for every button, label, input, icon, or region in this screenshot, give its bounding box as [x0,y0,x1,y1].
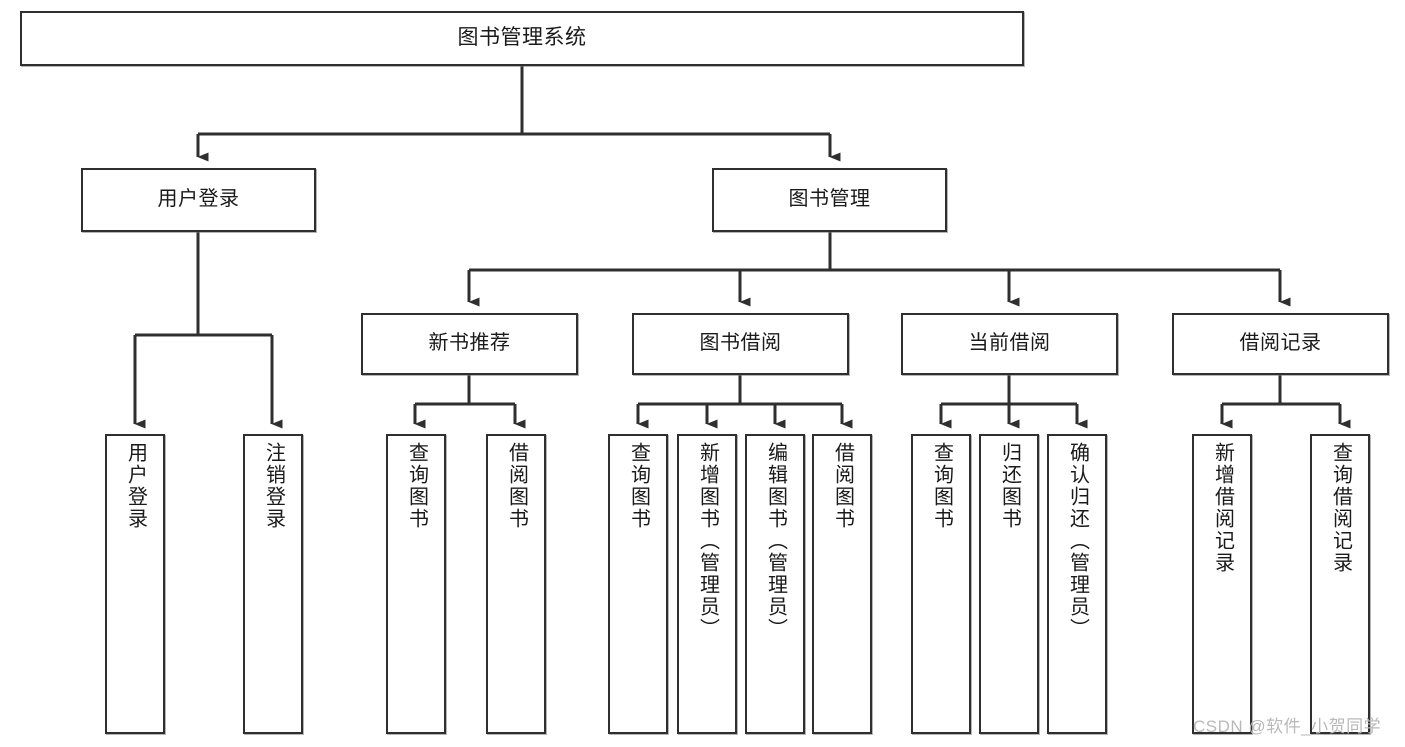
node-leaf-confirm-return-label: 确认归还（管理员） [1066,442,1089,640]
node-user-login[interactable]: 用户登录 [81,168,316,232]
node-leaf-add-record-label: 新增借阅记录 [1211,442,1234,574]
node-user-login-label: 用户登录 [157,188,240,211]
node-leaf-confirm-return[interactable]: 确认归还（管理员） [1047,434,1107,734]
node-book-management-label: 图书管理 [788,188,871,211]
node-leaf-edit-book-label: 编辑图书（管理员） [764,442,787,640]
node-leaf-query-book-1[interactable]: 查询图书 [386,434,446,734]
node-leaf-return-book-label: 归还图书 [998,442,1021,530]
node-new-book-recommend[interactable]: 新书推荐 [361,313,578,375]
node-book-management[interactable]: 图书管理 [712,168,947,232]
node-leaf-query-book-3-label: 查询图书 [930,442,953,530]
node-current-borrow[interactable]: 当前借阅 [901,313,1118,375]
node-leaf-add-book-label: 新增图书（管理员） [696,442,719,640]
node-leaf-add-record[interactable]: 新增借阅记录 [1192,434,1252,734]
node-leaf-add-book[interactable]: 新增图书（管理员） [677,434,737,734]
node-leaf-edit-book[interactable]: 编辑图书（管理员） [745,434,805,734]
node-borrow-record-label: 借阅记录 [1239,332,1322,355]
node-leaf-query-record-label: 查询借阅记录 [1329,442,1352,574]
node-leaf-borrow-book-2-label: 借阅图书 [831,442,854,530]
node-leaf-logout-login-label: 注销登录 [262,442,285,530]
node-leaf-borrow-book-1[interactable]: 借阅图书 [486,434,546,734]
node-leaf-query-book-2-label: 查询图书 [627,442,650,530]
csdn-watermark: CSDN @软件_小贺同学 [1193,717,1382,736]
node-new-book-recommend-label: 新书推荐 [428,332,511,355]
node-leaf-query-book-2[interactable]: 查询图书 [608,434,668,734]
node-leaf-return-book[interactable]: 归还图书 [979,434,1039,734]
node-root[interactable]: 图书管理系统 [20,11,1024,66]
node-leaf-borrow-book-2[interactable]: 借阅图书 [812,434,872,734]
node-book-borrow[interactable]: 图书借阅 [632,313,849,375]
node-leaf-query-record[interactable]: 查询借阅记录 [1310,434,1370,734]
node-leaf-user-login-label: 用户登录 [124,442,147,530]
node-leaf-borrow-book-1-label: 借阅图书 [505,442,528,530]
node-root-label: 图书管理系统 [457,26,587,50]
node-book-borrow-label: 图书借阅 [699,332,782,355]
node-borrow-record[interactable]: 借阅记录 [1172,313,1389,375]
node-leaf-query-book-1-label: 查询图书 [405,442,428,530]
node-leaf-query-book-3[interactable]: 查询图书 [911,434,971,734]
node-leaf-user-login[interactable]: 用户登录 [105,434,165,734]
node-leaf-logout-login[interactable]: 注销登录 [243,434,303,734]
node-current-borrow-label: 当前借阅 [968,332,1051,355]
